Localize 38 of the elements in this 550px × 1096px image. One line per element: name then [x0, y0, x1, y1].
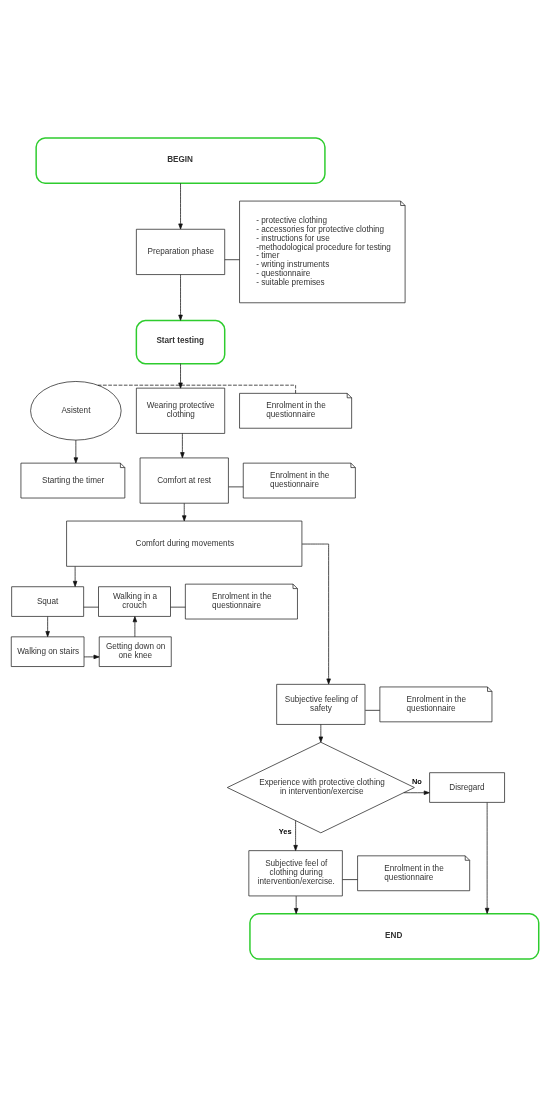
node-box: END: [249, 912, 540, 960]
node-box: Start testing: [135, 319, 226, 364]
edge-label: Yes: [278, 826, 292, 836]
arrow: [45, 615, 50, 637]
arrow: [318, 723, 324, 742]
node-box: Squat: [11, 585, 85, 617]
arrow: [301, 543, 331, 684]
node-box: BEGIN: [35, 136, 326, 184]
node-box: Getting down on one knee: [98, 635, 172, 667]
node-box: Subjective feeling of safety: [276, 683, 366, 725]
connector: [342, 878, 358, 880]
node-box: Comfort during movements: [66, 520, 303, 567]
arrow: [178, 362, 183, 388]
node-box: Walking on stairs: [10, 635, 85, 667]
node-box: Walking in a crouch: [98, 585, 171, 617]
arrow: [403, 790, 430, 795]
node-box: Disregard: [429, 771, 505, 803]
arrow: [72, 565, 78, 587]
arrow: [180, 432, 185, 458]
node-box: Comfort at rest: [139, 457, 229, 504]
arrow: [73, 439, 79, 463]
arrow: [132, 615, 138, 637]
arrow: [293, 819, 298, 851]
node-ellipse: Asistent: [30, 380, 122, 440]
connector: [170, 606, 186, 607]
connector: [228, 486, 244, 487]
arrow: [484, 801, 490, 914]
arrow: [293, 895, 299, 914]
arrow: [83, 654, 100, 659]
connector: [224, 258, 240, 260]
arrow: [178, 273, 183, 321]
arrow: [178, 182, 183, 229]
node-box: Preparation phase: [136, 228, 226, 275]
connector: [364, 709, 381, 711]
arrow: [182, 502, 187, 521]
node-box: Wearing protective clothing: [136, 387, 226, 434]
node-box: Subjective feel of clothing during intervention/exercise.: [248, 849, 343, 896]
connector: [83, 606, 99, 607]
